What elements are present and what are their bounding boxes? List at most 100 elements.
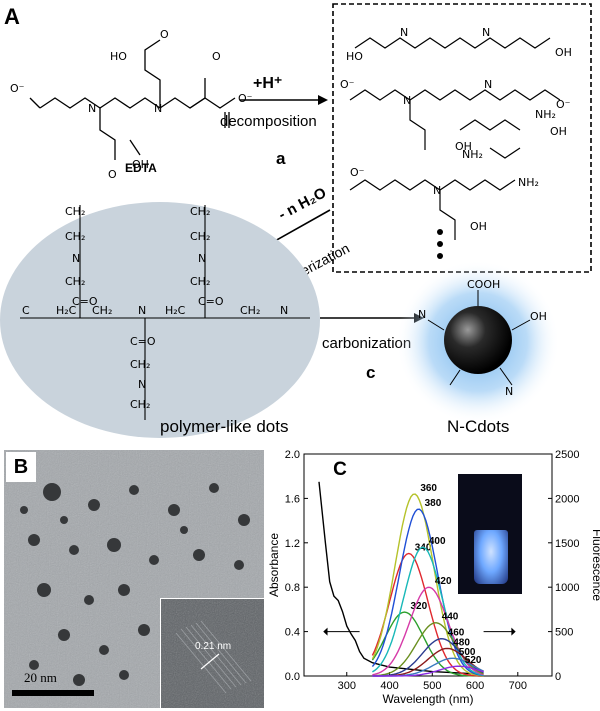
step-decomposition-label: decomposition: [220, 113, 317, 130]
absorbance-curve: [318, 481, 476, 675]
poly-co-3: C=O: [130, 335, 156, 348]
fluorescence-curve-340: [371, 552, 484, 677]
frag-nh2-d: NH₂: [518, 176, 539, 189]
y2-tick-label: 2000: [555, 493, 579, 505]
polymer-dot-oval: [0, 202, 320, 438]
panel-b-label-box: B: [6, 452, 36, 482]
poly-ch2-5: CH₂: [190, 230, 210, 243]
step-carbonization-label: carbonization: [322, 335, 411, 352]
series-label-380: 380: [425, 498, 442, 509]
poly-co-1: C=O: [72, 295, 98, 308]
frag-n3: N: [403, 94, 411, 107]
y2-axis-label: Fluorescence: [590, 529, 600, 601]
ellipsis-dot-1: [437, 229, 443, 235]
poly-ch2-7: CH₂: [130, 358, 150, 371]
series-label-440: 440: [442, 612, 459, 623]
x-tick-label: 600: [466, 680, 484, 692]
panel-a-label: A: [4, 4, 20, 29]
panel-b-label: B: [13, 455, 29, 478]
y2-tick-label: 1500: [555, 538, 579, 550]
frag-o-minus2: O⁻: [556, 98, 571, 111]
chem-ho: HO: [110, 50, 127, 63]
x-tick-label: 400: [380, 680, 398, 692]
x-tick-label: 300: [338, 680, 356, 692]
poly-ch2-6: CH₂: [190, 275, 210, 288]
x-tick-label: 500: [423, 680, 441, 692]
frag-nh3: N: [484, 78, 492, 91]
chem-o-minus: O⁻: [10, 82, 25, 95]
panel-a-scheme: A O⁻ N N HO O O O⁻ O OH EDTA +H⁺ decompo…: [0, 3, 592, 438]
poly-co-2: C=O: [198, 295, 224, 308]
edta-label: EDTA: [125, 161, 157, 175]
poly-ch2-3: CH₂: [65, 275, 85, 288]
frag-nh2: N: [482, 26, 490, 39]
ncdot-n: N: [418, 308, 426, 321]
frag-nh2-c: NH₂: [462, 148, 483, 161]
chem-o2: O: [212, 50, 221, 63]
panel-c-label: C: [333, 459, 347, 480]
water-loss-label: - n H₂O: [276, 184, 330, 223]
y-axis-label: Absorbance: [267, 533, 281, 597]
ncdot-cooh: COOH: [467, 278, 500, 291]
series-label-500: 500: [459, 647, 476, 658]
fluorescence-curve-520: [372, 665, 484, 677]
frag-oh4: OH: [470, 220, 487, 233]
y-tick-label: 0.4: [285, 627, 300, 639]
poly-ch2-2: CH₂: [65, 230, 85, 243]
letter-a: a: [276, 149, 286, 168]
ncdot-oh1: OH: [530, 310, 547, 323]
poly-backbone-5: H₂C: [165, 304, 186, 317]
y2-tick-label: 500: [555, 627, 573, 639]
frag-nh2-a: NH₂: [535, 108, 556, 121]
poly-backbone-7: N: [280, 304, 288, 317]
frag-o-minus1: O⁻: [340, 78, 355, 91]
x-axis-label: Wavelength (nm): [383, 692, 474, 706]
letter-c: c: [366, 363, 375, 382]
chem-o1: O: [160, 28, 169, 41]
poly-ch2-1: CH₂: [65, 205, 85, 218]
tem-particles: [20, 483, 250, 686]
ncdot-groups: [427, 290, 531, 386]
chem-n1: N: [88, 102, 96, 115]
series-label-480: 480: [453, 637, 470, 648]
poly-n-1: N: [72, 252, 80, 265]
plot-frame: [303, 453, 553, 677]
polymer-structure: [20, 205, 310, 420]
poly-n-3: N: [138, 378, 146, 391]
frag-nh1: N: [400, 26, 408, 39]
ncdot-sphere: [444, 306, 512, 374]
poly-n-2: N: [198, 252, 206, 265]
x-tick-label: 700: [509, 680, 527, 692]
hrtem-inset: 0.21 nm: [160, 598, 264, 708]
chem-oh: OH: [132, 158, 149, 171]
lattice-spacing-label: 0.21 nm: [195, 641, 232, 652]
ellipsis-dot-2: [437, 241, 443, 247]
frag-oh1: OH: [555, 46, 572, 59]
fluorescence-curve-400: [372, 546, 484, 676]
scale-bar-label: 20 nm: [24, 670, 57, 685]
tem-image: [4, 450, 264, 708]
ncdot-n2: N: [505, 385, 513, 398]
poly-backbone-3: CH₂: [92, 304, 112, 317]
hrtem-lattice: [161, 599, 264, 708]
series-label-520: 520: [465, 655, 482, 666]
fluorescence-curve-440: [372, 622, 484, 677]
series-label-420: 420: [435, 576, 452, 587]
frag-oh3: OH: [550, 125, 567, 138]
polymer-dots-label: polymer-like dots: [160, 417, 289, 436]
poly-ch2-4: CH₂: [190, 205, 210, 218]
y2-tick-label: 1000: [555, 582, 579, 594]
ncdots-label: N-Cdots: [447, 417, 509, 436]
panel-c-label-box: C: [326, 456, 354, 484]
scale-bar: [12, 690, 94, 696]
edta-structure: [29, 39, 236, 160]
frag-o-minus3: O⁻: [350, 166, 365, 179]
chem-n2: N: [154, 102, 162, 115]
y-tick-label: 2.0: [285, 449, 300, 461]
frag-ho: HO: [346, 50, 363, 63]
fluorescence-axis-arrow-head: [511, 627, 516, 636]
y2-tick-label: 2500: [555, 449, 579, 461]
poly-backbone-1: C: [22, 304, 30, 317]
